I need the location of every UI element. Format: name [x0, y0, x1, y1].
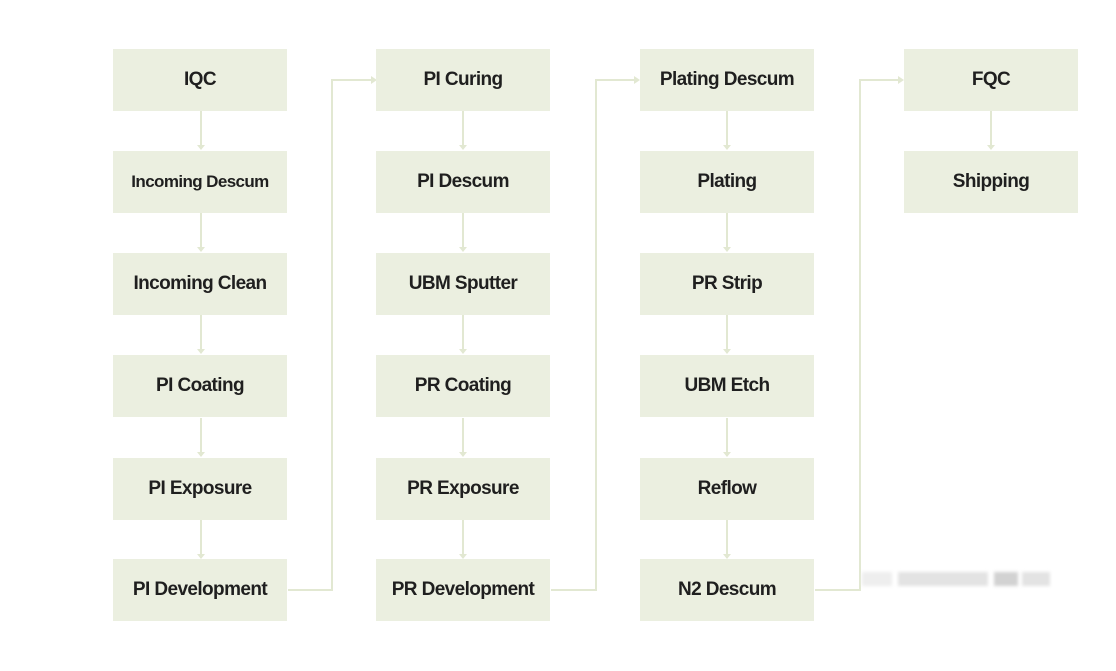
step-label: Plating Descum	[659, 69, 795, 90]
arrowhead	[459, 247, 467, 252]
connector	[288, 79, 374, 591]
arrowhead	[371, 76, 377, 84]
arrowhead	[459, 452, 467, 457]
step-incoming-clean: Incoming Clean	[113, 253, 287, 315]
step-label: UBM Sputter	[408, 273, 518, 294]
step-pi-curing: PI Curing	[376, 49, 550, 111]
arrowhead	[197, 247, 205, 252]
step-label: PI Exposure	[148, 478, 252, 499]
arrowhead	[723, 145, 731, 150]
blurred-watermark	[862, 565, 1052, 595]
arrowhead	[197, 452, 205, 457]
step-pr-strip: PR Strip	[640, 253, 814, 315]
step-label: Plating	[697, 171, 757, 192]
step-ubm-sputter: UBM Sputter	[376, 253, 550, 315]
step-label: PR Strip	[691, 273, 763, 294]
step-ubm-etch: UBM Etch	[640, 355, 814, 417]
arrowhead	[459, 349, 467, 354]
step-label: IQC	[184, 69, 217, 90]
step-label: Incoming Clean	[133, 273, 267, 294]
arrowhead	[634, 76, 640, 84]
arrowhead	[197, 554, 205, 559]
step-label: PR Exposure	[407, 478, 519, 499]
step-pr-exposure: PR Exposure	[376, 458, 550, 520]
step-label: UBM Etch	[684, 375, 771, 396]
step-pr-coating: PR Coating	[376, 355, 550, 417]
step-fqc: FQC	[904, 49, 1078, 111]
step-plating: Plating	[640, 151, 814, 213]
arrowhead	[459, 145, 467, 150]
step-label: N2 Descum	[677, 579, 777, 600]
step-shipping: Shipping	[904, 151, 1078, 213]
connector	[551, 79, 637, 591]
arrowhead	[987, 145, 995, 150]
step-label: PI Development	[132, 579, 268, 600]
step-label: Incoming Descum	[131, 172, 269, 191]
arrowhead	[197, 349, 205, 354]
step-label: Reflow	[697, 478, 757, 499]
step-label: PI Coating	[156, 375, 245, 396]
arrowhead	[723, 452, 731, 457]
step-label: PI Descum	[417, 171, 509, 192]
arrowhead	[723, 554, 731, 559]
step-label: FQC	[971, 69, 1011, 90]
step-label: PR Coating	[414, 375, 512, 396]
step-pi-development: PI Development	[113, 559, 287, 621]
arrowhead	[459, 554, 467, 559]
step-pi-coating: PI Coating	[113, 355, 287, 417]
step-reflow: Reflow	[640, 458, 814, 520]
step-label: Shipping	[952, 171, 1030, 192]
step-pr-development: PR Development	[376, 559, 550, 621]
arrowhead	[898, 76, 904, 84]
step-iqc: IQC	[113, 49, 287, 111]
step-label: PI Curing	[423, 69, 503, 90]
step-pi-descum: PI Descum	[376, 151, 550, 213]
arrowhead	[723, 349, 731, 354]
step-n2-descum: N2 Descum	[640, 559, 814, 621]
arrowhead	[723, 247, 731, 252]
connector	[815, 79, 901, 591]
arrowhead	[197, 145, 205, 150]
step-pi-exposure: PI Exposure	[113, 458, 287, 520]
step-label: PR Development	[391, 579, 535, 600]
step-incoming-descum: Incoming Descum	[113, 151, 287, 213]
step-plating-descum: Plating Descum	[640, 49, 814, 111]
